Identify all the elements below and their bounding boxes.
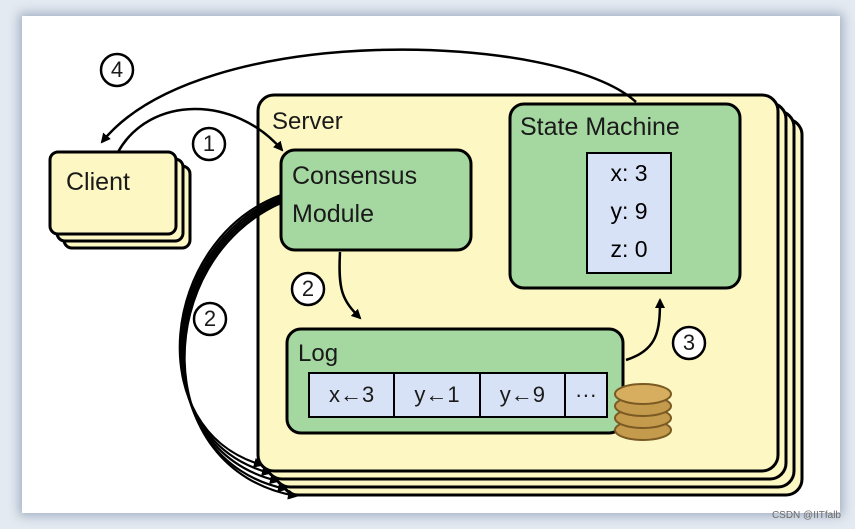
arrow-4 [100, 48, 637, 144]
server-label: Server [272, 108, 343, 135]
log-entry: y←1 [395, 374, 481, 416]
arrow-3 [625, 298, 665, 362]
arrow-1 [116, 107, 284, 153]
state-value-x: x: 3 [610, 160, 648, 186]
step-2-internal-circle [290, 271, 326, 307]
client-label: Client [66, 168, 130, 196]
log-title: Log [298, 340, 339, 367]
step-2-internal-number: 2 [301, 276, 315, 301]
disk-storage-icon [614, 383, 672, 441]
step-3-circle [671, 325, 707, 361]
state-value-z: z: 0 [610, 236, 648, 262]
log-entry: x←3 [310, 374, 396, 416]
arrow-2-internal [338, 251, 362, 320]
watermark: CSDN @IITfalb [771, 510, 841, 521]
step-1-circle [191, 126, 227, 162]
step-3-number: 3 [682, 330, 696, 355]
log-entry-ellipsis: ··· [574, 382, 597, 407]
step-2-replication-circle [192, 301, 228, 337]
state-values-table: x: 3 y: 9 z: 0 [586, 152, 672, 274]
step-2-replication-number: 2 [203, 306, 217, 331]
step-1-number: 1 [202, 131, 216, 156]
arrow-2-replication [178, 193, 298, 500]
consensus-module-label-line2: Module [292, 200, 374, 228]
log-entry: y←9 [481, 374, 566, 416]
state-value-y: y: 9 [610, 198, 648, 224]
log-entries-table: x←3 y←1 y←9 ··· [308, 372, 608, 418]
client-box [48, 150, 178, 236]
step-4-circle [99, 52, 135, 88]
consensus-module-label-line1: Consensus [292, 162, 418, 190]
state-machine-title: State Machine [520, 113, 680, 141]
step-4-number: 4 [110, 57, 124, 82]
